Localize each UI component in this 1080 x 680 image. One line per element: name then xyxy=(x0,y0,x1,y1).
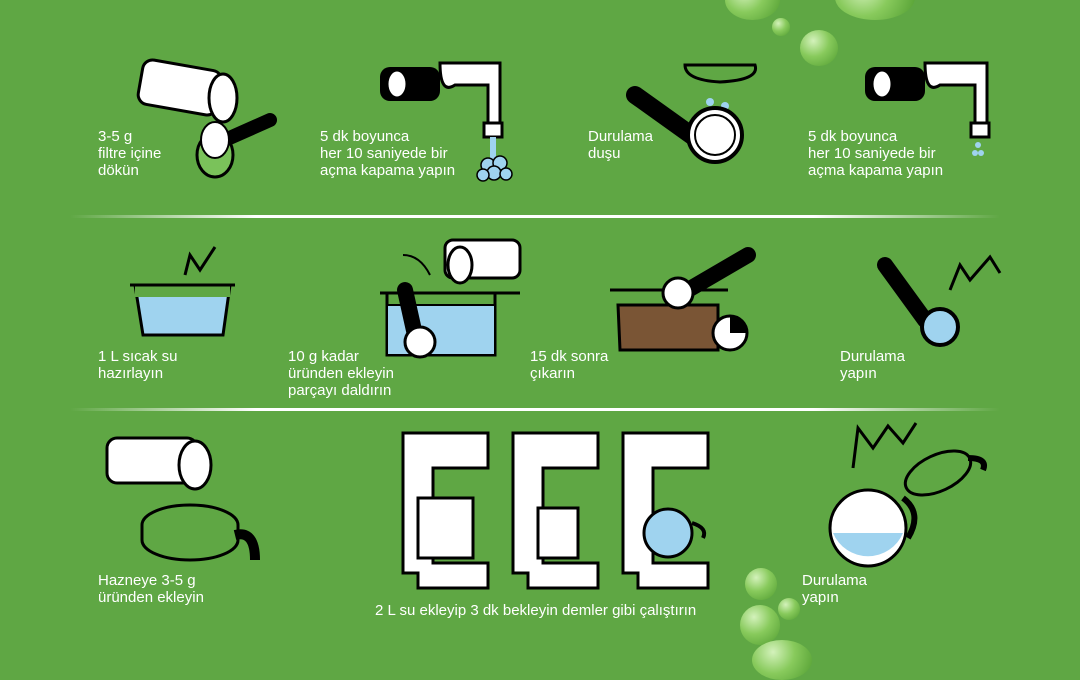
step-label: Hazneye 3-5 g üründen ekleyin xyxy=(98,572,204,606)
espresso-machine-drip-icon xyxy=(865,61,991,156)
bubble-decoration xyxy=(772,18,790,36)
row-divider xyxy=(70,408,1000,411)
step-label: Durulama duşu xyxy=(588,128,654,162)
step-label: Durulama yapın xyxy=(840,348,906,382)
rinse-carafe-icon xyxy=(828,422,987,568)
add-powder-to-tank-icon xyxy=(105,436,260,562)
bubble-decoration xyxy=(740,605,780,645)
powder-container-portafilter-icon xyxy=(136,58,277,179)
step-label: 15 dk sonra çıkarın xyxy=(530,348,609,382)
row-divider xyxy=(70,215,1000,218)
step-label: 1 L sıcak su hazırlayın xyxy=(98,348,178,382)
step-label: 2 L su ekleyip 3 dk bekleyin demler gibi… xyxy=(375,602,697,619)
soak-portafilter-icon xyxy=(380,238,522,359)
step-label: Durulama yapın xyxy=(802,572,868,606)
hot-water-basin-icon xyxy=(130,246,235,337)
step-label: 3-5 g filtre içine dökün xyxy=(98,128,162,179)
espresso-machine-water-icon xyxy=(380,61,513,182)
coffee-machines-icon xyxy=(401,431,710,590)
bubble-decoration xyxy=(778,598,800,620)
rinse-shower-icon xyxy=(626,63,758,164)
coffee-soak-timer-icon xyxy=(610,247,756,352)
step-label: 5 dk boyunca her 10 saniyede bir açma ka… xyxy=(320,128,456,179)
step-label: 5 dk boyunca her 10 saniyede bir açma ka… xyxy=(808,128,944,179)
step-label: 10 g kadar üründen ekleyin parçayı daldı… xyxy=(288,348,394,399)
rinse-portafilter-icon xyxy=(877,254,1002,347)
bubble-decoration xyxy=(800,30,838,66)
bubble-decoration xyxy=(725,0,780,20)
bubble-decoration xyxy=(745,568,777,600)
bubble-decoration xyxy=(835,0,915,20)
bubble-decoration xyxy=(752,640,812,680)
